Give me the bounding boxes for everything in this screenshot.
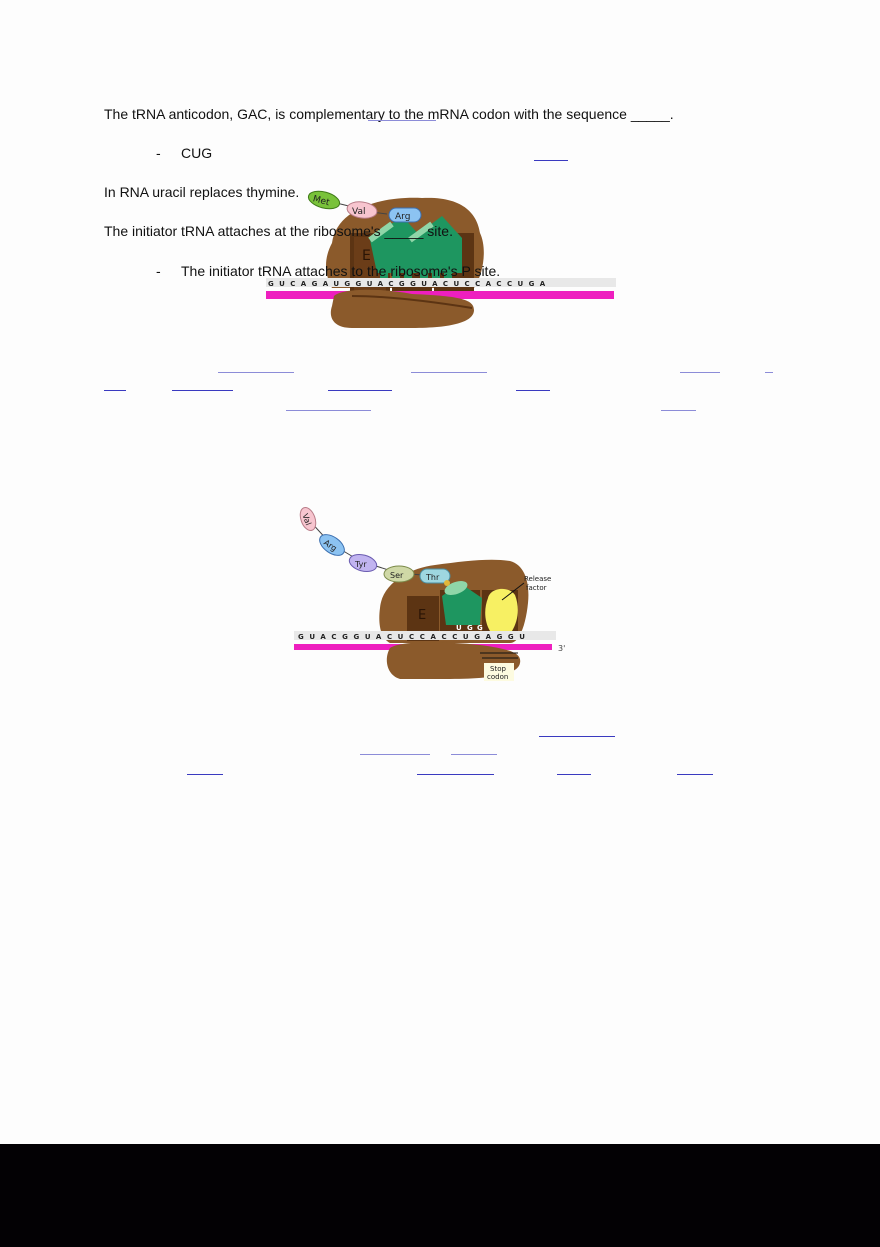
svg-text:E: E [418, 608, 426, 623]
link-underline[interactable] [360, 754, 430, 755]
link-underline[interactable] [451, 754, 497, 755]
link-underline[interactable] [680, 372, 720, 373]
link-underline[interactable] [516, 390, 550, 391]
ribosome-figure-2: E U G G Release factor Val Arg Tyr [290, 503, 580, 683]
svg-text:Val: Val [352, 207, 365, 217]
svg-text:Arg: Arg [395, 212, 410, 222]
link-underline[interactable] [765, 372, 773, 373]
ribosome-figure-1: E Met Val Arg [262, 188, 622, 333]
link-underline[interactable] [368, 120, 436, 121]
svg-text:codon: codon [487, 673, 508, 681]
link-underline[interactable] [417, 774, 494, 775]
answer-2: The initiator tRNA attaches to the ribos… [181, 263, 501, 279]
answer-1: CUG [181, 145, 213, 161]
link-underline[interactable] [172, 390, 233, 391]
link-underline[interactable] [677, 774, 713, 775]
ribosome-illustration: E Met Val Arg [266, 190, 616, 328]
svg-text:G: G [477, 624, 483, 632]
link-underline[interactable] [218, 372, 294, 373]
link-underline[interactable] [286, 410, 371, 411]
svg-text:U: U [456, 624, 465, 632]
svg-text:G: G [467, 624, 473, 632]
link-underline[interactable] [328, 390, 392, 391]
question-2: The initiator tRNA attaches at the ribos… [104, 223, 453, 239]
link-underline[interactable] [661, 410, 696, 411]
svg-text:Tyr: Tyr [354, 560, 367, 569]
svg-text:Val: Val [300, 512, 313, 526]
note-1: In RNA uracil replaces thymine. [104, 184, 300, 200]
svg-text:Ser: Ser [390, 571, 404, 580]
svg-text:Thr: Thr [425, 573, 440, 582]
viewer-background-bar [0, 1144, 880, 1247]
svg-text:GUCAGAUGGUACGGUACUCCACCUGA: GUCAGAUGGUACGGUACUCCACCUGA [268, 280, 551, 288]
termination-illustration: E U G G Release factor Val Arg Tyr [294, 506, 565, 681]
answer-1-bullet: - [156, 145, 161, 161]
link-underline[interactable] [539, 736, 615, 737]
link-underline[interactable] [534, 160, 568, 161]
document-page: The tRNA anticodon, GAC, is complementar… [104, 106, 773, 775]
svg-text:Stop: Stop [490, 665, 506, 673]
link-underline[interactable] [187, 774, 223, 775]
svg-text:Met: Met [312, 194, 331, 208]
answer-2-bullet: - [156, 263, 161, 279]
link-underline[interactable] [411, 372, 487, 373]
svg-text:factor: factor [526, 584, 547, 592]
link-underline[interactable] [557, 774, 591, 775]
svg-text:Release: Release [524, 575, 551, 583]
link-underline[interactable] [104, 390, 126, 391]
svg-text:E: E [362, 248, 371, 264]
svg-text:3': 3' [558, 644, 565, 653]
svg-text:GUACGGUACUCCACCUGAGGU: GUACGGUACUCCACCUGAGGU [298, 633, 531, 641]
question-1: The tRNA anticodon, GAC, is complementar… [104, 106, 674, 122]
